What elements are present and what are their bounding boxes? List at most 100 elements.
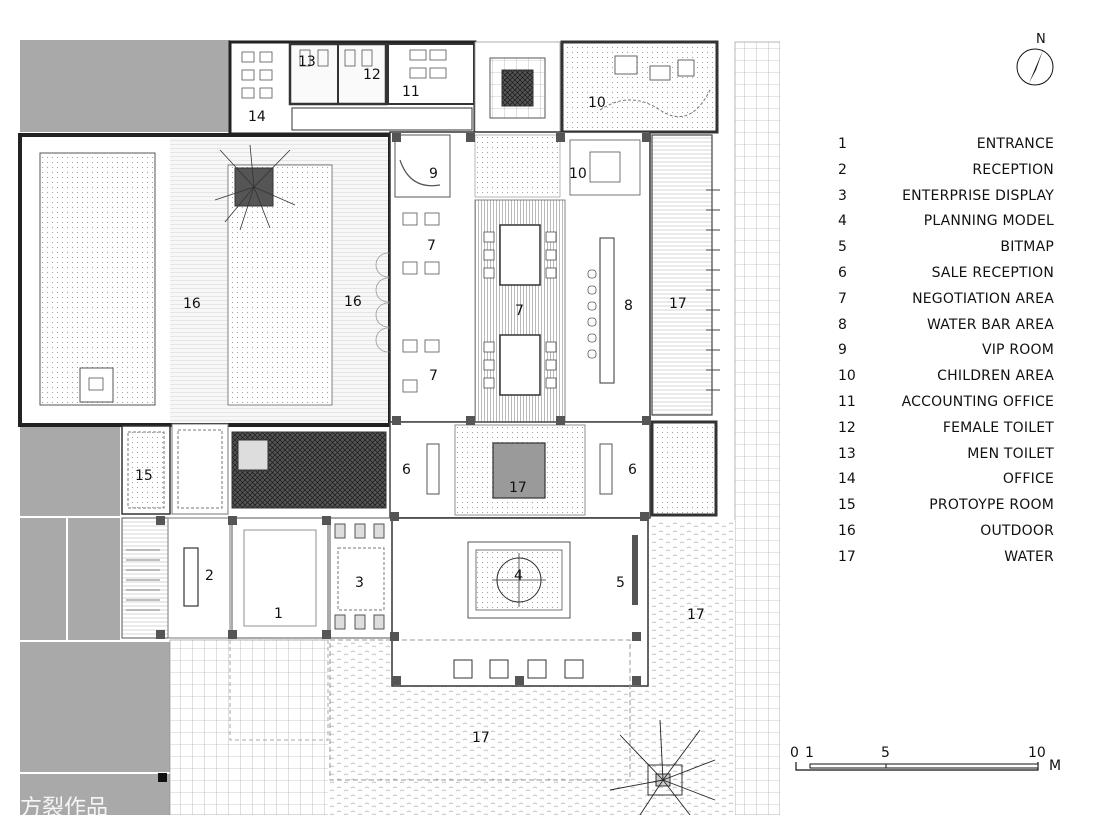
scale-tick-5: 5: [881, 745, 890, 761]
main-hall: [389, 131, 651, 423]
legend-room-name: WATER BAR AREA: [926, 316, 1054, 333]
plan-label-17-east: 17: [687, 607, 705, 623]
plan-label-12: 12: [363, 67, 381, 83]
legend-number: 8: [838, 316, 847, 333]
legend-number: 11: [838, 393, 856, 410]
legend-room-name: SALE RECEPTION: [931, 264, 1054, 281]
plan-label-16-left: 16: [183, 296, 201, 312]
legend-number: 3: [838, 187, 847, 204]
legend-room-name: ENTERPRISE DISPLAY: [902, 187, 1054, 204]
plan-label-17-south: 17: [472, 730, 490, 746]
legend-room-name: WATER: [1004, 548, 1054, 565]
plan-label-8: 8: [624, 298, 633, 314]
legend-room-name: ACCOUNTING OFFICE: [901, 393, 1054, 410]
plan-label-17-east-strip: 17: [669, 296, 687, 312]
sale-reception: [389, 421, 651, 519]
watermark: 方裂作品: [20, 796, 109, 821]
legend-number: 13: [838, 445, 856, 462]
north-arrow: N: [1010, 30, 1060, 90]
legend-room-name: RECEPTION: [972, 161, 1054, 178]
legend-number: 4: [838, 213, 847, 230]
legend-room-name: OUTDOOR: [980, 522, 1054, 539]
legend-row: 14 OFFICE: [830, 471, 1060, 497]
legend-room-name: CHILDREN AREA: [937, 368, 1054, 385]
plan-label-10-room: 10: [569, 166, 587, 182]
neighbour-blocks: [20, 40, 230, 815]
legend-row: 15 PROTOYPE ROOM: [830, 497, 1060, 523]
staircase: [126, 549, 160, 611]
scale-tick-10: 10: [1028, 745, 1046, 761]
plan-label-10-outdoor: 10: [588, 95, 606, 111]
legend-row: 1 ENTRANCE: [830, 136, 1060, 162]
plan-label-5: 5: [616, 575, 625, 591]
plan-label-4: 4: [514, 568, 523, 584]
north-label: N: [1036, 32, 1046, 47]
legend-row: 5 BITMAP: [830, 239, 1060, 265]
reception-zone: [121, 517, 231, 639]
legend-number: 2: [838, 161, 847, 178]
plan-label-7-top: 7: [427, 238, 436, 254]
room-number-labels: 1 2 3 4 5 6 6 7 7 7 8 9 10 10 11 12 13 1…: [135, 54, 705, 746]
plaza-grid-east: [734, 41, 780, 815]
legend-row: 6 SALE RECEPTION: [830, 265, 1060, 291]
legend-row: 17 WATER: [830, 549, 1060, 575]
legend-room-name: PROTOYPE ROOM: [929, 497, 1054, 514]
legend-number: 16: [838, 522, 856, 539]
plan-label-1: 1: [274, 606, 283, 622]
tree-symbol: [609, 719, 716, 815]
legend-row: 4 PLANNING MODEL: [830, 213, 1060, 239]
legend-number: 10: [838, 368, 856, 385]
legend-room-name: NEGOTIATION AREA: [912, 290, 1054, 307]
plaza-grid-south: [169, 639, 331, 815]
legend-number: 5: [838, 239, 847, 256]
legend-number: 17: [838, 548, 856, 565]
plan-label-2: 2: [205, 568, 214, 584]
plan-label-6-right: 6: [628, 462, 637, 478]
legend-number: 9: [838, 342, 847, 359]
legend-row: 3 ENTERPRISE DISPLAY: [830, 188, 1060, 214]
plan-label-17-center: 17: [509, 480, 527, 496]
legend-number: 7: [838, 290, 847, 307]
legend-number: 14: [838, 471, 856, 488]
legend-row: 7 NEGOTIATION AREA: [830, 291, 1060, 317]
legend-row: 10 CHILDREN AREA: [830, 368, 1060, 394]
entrance-zone: [229, 517, 329, 741]
legend-room-name: ENTRANCE: [976, 136, 1054, 152]
legend-row: 2 RECEPTION: [830, 162, 1060, 188]
legend-row: 11 ACCOUNTING OFFICE: [830, 394, 1060, 420]
legend-number: 15: [838, 497, 856, 514]
water-east: [648, 520, 735, 690]
prototype-room: [121, 423, 387, 515]
legend-number: 6: [838, 264, 847, 281]
compass-icon: N: [1016, 32, 1054, 86]
legend-room-name: FEMALE TOILET: [942, 419, 1054, 436]
legend-number: 12: [838, 419, 856, 436]
legend-room-name: VIP ROOM: [981, 342, 1054, 359]
enterprise-display: [329, 517, 393, 639]
plan-label-7-center: 7: [515, 303, 524, 319]
plan-label-7-bottom: 7: [429, 368, 438, 384]
scale-tick-0: 0: [790, 745, 799, 761]
children-outdoor: [560, 40, 719, 134]
legend-row: 9 VIP ROOM: [830, 342, 1060, 368]
legend-room-name: PLANNING MODEL: [923, 213, 1054, 230]
scale-unit: M: [1049, 758, 1061, 774]
planning-model-hall: [329, 517, 649, 781]
plan-label-13: 13: [298, 54, 316, 70]
legend-number: 1: [838, 136, 847, 152]
legend-row: 8 WATER BAR AREA: [830, 317, 1060, 343]
plan-label-14: 14: [248, 109, 266, 125]
legend-row: 12 FEMALE TOILET: [830, 420, 1060, 446]
plan-label-15: 15: [135, 468, 153, 484]
plan-label-16-right: 16: [344, 294, 362, 310]
service-rooms: [228, 40, 477, 136]
structural-columns: [156, 133, 651, 685]
plan-label-3: 3: [355, 575, 364, 591]
floor-plan: 1 2 3 4 5 6 6 7 7 7 8 9 10 10 11 12 13 1…: [18, 40, 780, 815]
water-box-east: [650, 420, 718, 517]
water-strip-east: [651, 134, 713, 416]
legend-room-name: OFFICE: [1002, 471, 1054, 488]
legend-room-name: BITMAP: [1000, 239, 1054, 256]
